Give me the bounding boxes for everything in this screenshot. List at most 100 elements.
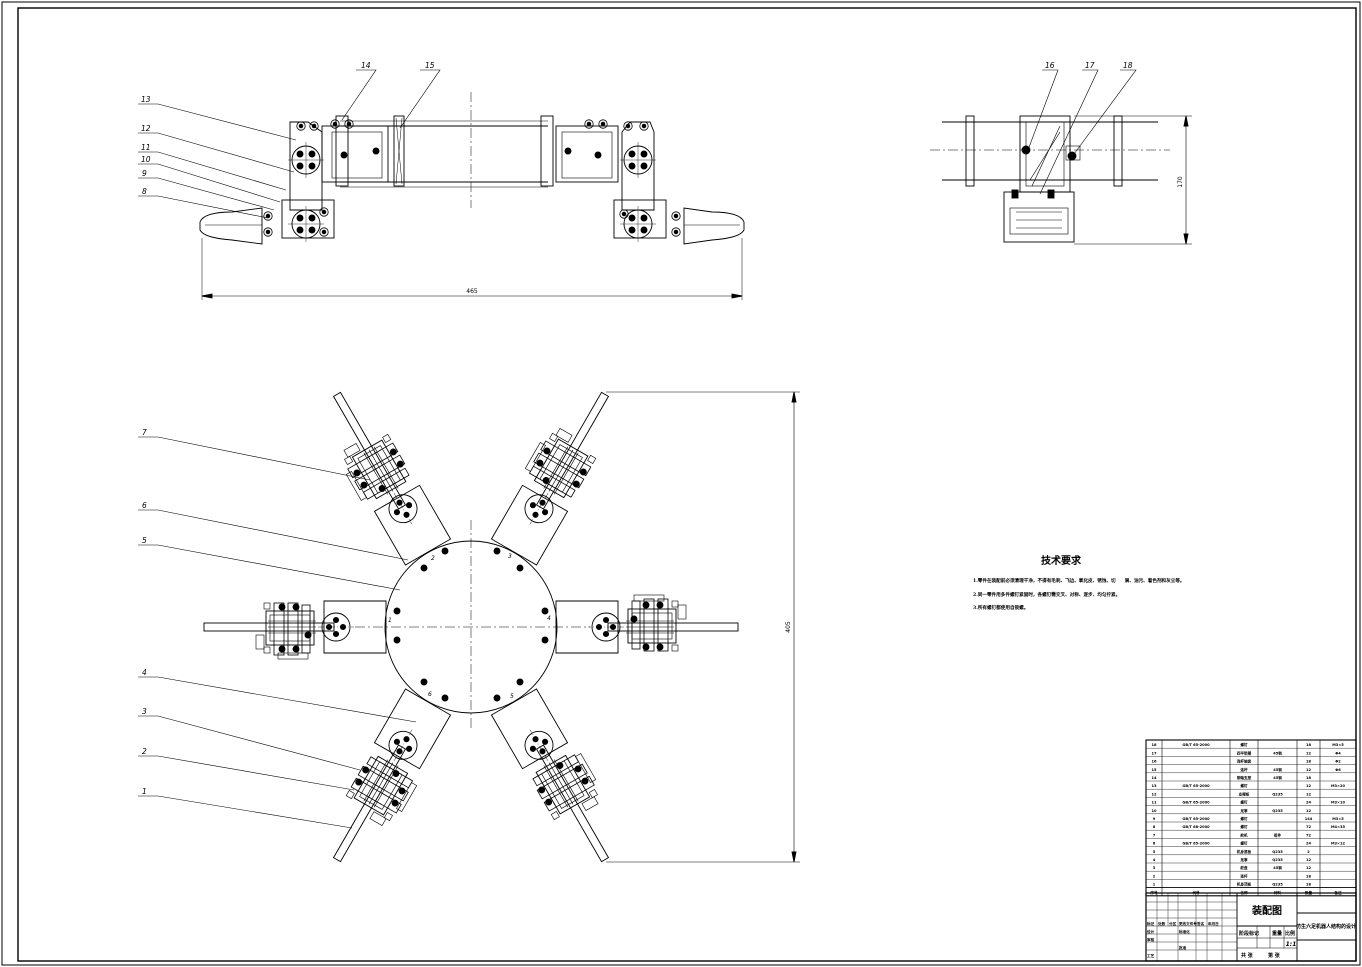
bom-cell-std: GB/T 65-2000 bbox=[1182, 784, 1210, 788]
bom-cell-qty: 2 bbox=[1307, 850, 1310, 854]
balloon-8: 8 bbox=[142, 187, 147, 196]
bom-cell-std: GB/T 65-2000 bbox=[1182, 842, 1210, 846]
drawing-name: 装配图 bbox=[1251, 904, 1282, 917]
label-zone: 分区 bbox=[1169, 921, 1177, 926]
hole-label-6: 6 bbox=[428, 691, 432, 698]
label-scale: 比例 bbox=[1285, 930, 1295, 937]
project-title: 仿生六足机器人结构的设计 bbox=[1296, 923, 1356, 930]
bom-cell-std: GB/T 68-2000 bbox=[1182, 825, 1210, 829]
bom-cell-qty: 144 bbox=[1305, 817, 1313, 821]
bom-cell-note: M3×10 bbox=[1331, 801, 1346, 805]
bom-cell-no: 2 bbox=[1153, 874, 1156, 878]
bom-cell-note: Φ6 bbox=[1335, 768, 1341, 772]
label-stage: 阶段标记 bbox=[1239, 930, 1259, 937]
dimension-465: 465 bbox=[466, 288, 478, 295]
bom-header-qty: 数量 bbox=[1304, 890, 1313, 895]
balloon-16: 16 bbox=[1045, 61, 1055, 70]
balloon-15: 15 bbox=[425, 61, 435, 70]
bom-cell-qty: 12 bbox=[1306, 858, 1312, 862]
hole-label-1: 1 bbox=[388, 617, 392, 624]
bom-cell-name: 足掌 bbox=[1240, 808, 1248, 813]
bom-cell-name: 机身顶板 bbox=[1236, 882, 1252, 887]
bom-cell-no: 14 bbox=[1151, 776, 1157, 780]
balloon-17: 17 bbox=[1085, 61, 1095, 70]
technical-requirements-title: 技术要求 bbox=[1041, 556, 1081, 567]
top-view bbox=[203, 377, 800, 877]
bom-cell-no: 9 bbox=[1153, 817, 1156, 821]
top-view-leaders bbox=[138, 436, 417, 829]
bom-cell-qty: 12 bbox=[1306, 751, 1312, 755]
bom-cell-note: Φ4 bbox=[1335, 751, 1341, 755]
balloon-7: 7 bbox=[142, 428, 147, 437]
bom-cell-name: 螺钉 bbox=[1240, 783, 1248, 788]
technical-requirement-1: 1.零件在装配前必须清理干净，不得有毛刺、飞边、氧化皮、锈蚀、切 屑、油污、着色… bbox=[973, 579, 1185, 584]
label-marks: 标记 bbox=[1146, 921, 1155, 926]
bom-cell-qty: 12 bbox=[1306, 784, 1312, 788]
bom-cell-no: 17 bbox=[1151, 751, 1157, 755]
hole-label-5: 5 bbox=[510, 693, 514, 700]
bom-cell-name: 足掌 bbox=[1240, 857, 1248, 862]
bom-cell-no: 6 bbox=[1153, 842, 1156, 846]
bom-cell-name: 支撑板 bbox=[1238, 791, 1250, 796]
bom-cell-name: 螺钉 bbox=[1240, 841, 1248, 846]
bom-cell-no: 4 bbox=[1153, 858, 1156, 862]
side-view-leaders bbox=[1027, 69, 1137, 195]
bom-cell-std: GB/T 65-2000 bbox=[1182, 801, 1210, 805]
bom-cell-mat: 45钢 bbox=[1273, 767, 1282, 772]
bom-cell-no: 13 bbox=[1151, 784, 1157, 788]
balloon-2: 2 bbox=[142, 747, 147, 756]
bom-cell-note: M3×12 bbox=[1331, 842, 1346, 846]
bom-cell-name: 四平垫圈 bbox=[1237, 750, 1252, 755]
bom-cell-qty: 72 bbox=[1306, 825, 1312, 829]
technical-requirement-3: 3.所有螺钉都使用自锁螺。 bbox=[973, 606, 1029, 611]
bom-cell-note: M3×20 bbox=[1331, 784, 1346, 788]
bom-cell-name: 螺钉 bbox=[1240, 824, 1248, 829]
label-sign: 签名 bbox=[1197, 921, 1205, 926]
balloon-4: 4 bbox=[142, 668, 147, 677]
bom-cell-note: Φ2 bbox=[1335, 760, 1341, 764]
balloon-18: 18 bbox=[1123, 61, 1133, 70]
technical-requirement-2: 2.同一零件用多件螺钉紧固时，各螺钉需交叉、对称、逐步、均匀拧紧。 bbox=[973, 593, 1121, 598]
bom-cell-qty: 24 bbox=[1306, 801, 1312, 805]
inner-border bbox=[17, 7, 1357, 962]
bom-cell-note: M3×5 bbox=[1332, 743, 1344, 747]
balloon-10: 10 bbox=[141, 155, 151, 164]
bom-header-name: 名称 bbox=[1240, 890, 1248, 895]
bom-cell-qty: 18 bbox=[1306, 776, 1312, 780]
bom-cell-no: 8 bbox=[1153, 825, 1156, 829]
bom-cell-qty: 72 bbox=[1306, 833, 1312, 837]
bom-cell-no: 11 bbox=[1151, 801, 1157, 805]
bom-cell-qty: 18 bbox=[1306, 743, 1312, 747]
bom-cell-name: 舵盘 bbox=[1239, 865, 1248, 870]
hole-label-2: 2 bbox=[431, 555, 435, 562]
hole-label-3: 3 bbox=[508, 553, 512, 560]
label-count: 处数 bbox=[1157, 921, 1166, 926]
label-review: 审核 bbox=[1147, 937, 1155, 942]
bom-cell-mat: Q235 bbox=[1272, 883, 1283, 887]
bom-cell-name: 连杆 bbox=[1239, 767, 1248, 772]
balloon-11: 11 bbox=[141, 143, 151, 152]
bom-cell-mat: 45钢 bbox=[1273, 775, 1282, 780]
balloon-14: 14 bbox=[361, 61, 371, 70]
label-sheet-no: 第 张 bbox=[1268, 952, 1281, 959]
balloon-9: 9 bbox=[142, 169, 147, 178]
bom-cell-no: 18 bbox=[1151, 743, 1157, 747]
bom-cell-qty: 18 bbox=[1306, 874, 1312, 878]
bom-cell-no: 3 bbox=[1153, 866, 1156, 870]
front-view-balloon-numbers: 8 9 10 11 12 13 14 15 bbox=[141, 61, 435, 196]
top-view-balloon-numbers: 1 2 3 4 5 6 7 bbox=[142, 428, 147, 796]
bom-cell-mat: 45钢 bbox=[1273, 865, 1282, 870]
balloon-12: 12 bbox=[141, 124, 151, 133]
bom-cell-qty: 12 bbox=[1306, 866, 1312, 870]
label-total-sheets: 共 张 bbox=[1241, 952, 1254, 959]
balloon-3: 3 bbox=[142, 707, 147, 716]
bom-cell-std: GB/T 65-2000 bbox=[1182, 743, 1210, 747]
bom-cell-name: 螺钉 bbox=[1240, 816, 1248, 821]
bom-cell-qty: 24 bbox=[1306, 842, 1312, 846]
bom-cell-name: 舵机 bbox=[1239, 832, 1248, 837]
balloon-6: 6 bbox=[142, 501, 147, 510]
label-design: 设计 bbox=[1147, 929, 1155, 934]
balloon-1: 1 bbox=[142, 787, 147, 796]
